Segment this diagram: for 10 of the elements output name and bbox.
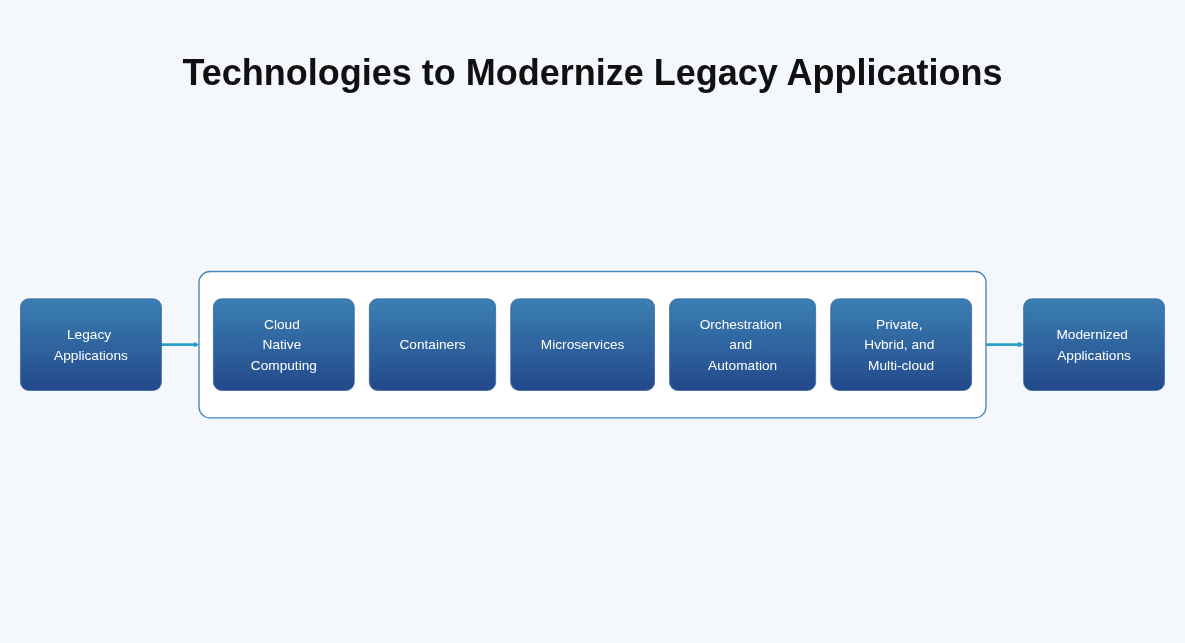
process-box: Legacy Applications [20,298,162,392]
process-box: Cloud Native Computing [213,298,355,392]
process-box: Private, Hvbrid, and Multi-cloud [830,298,972,392]
process-box: Modernized Applications [1023,298,1165,392]
title: Technologies to Modernize Legacy Applications [181,52,1004,94]
arrow [986,342,1024,348]
process-box: Containers [369,298,496,392]
process-box: Microservices [510,298,655,392]
process-box: Orchestration and Automation [669,298,816,392]
arrow [161,342,200,348]
